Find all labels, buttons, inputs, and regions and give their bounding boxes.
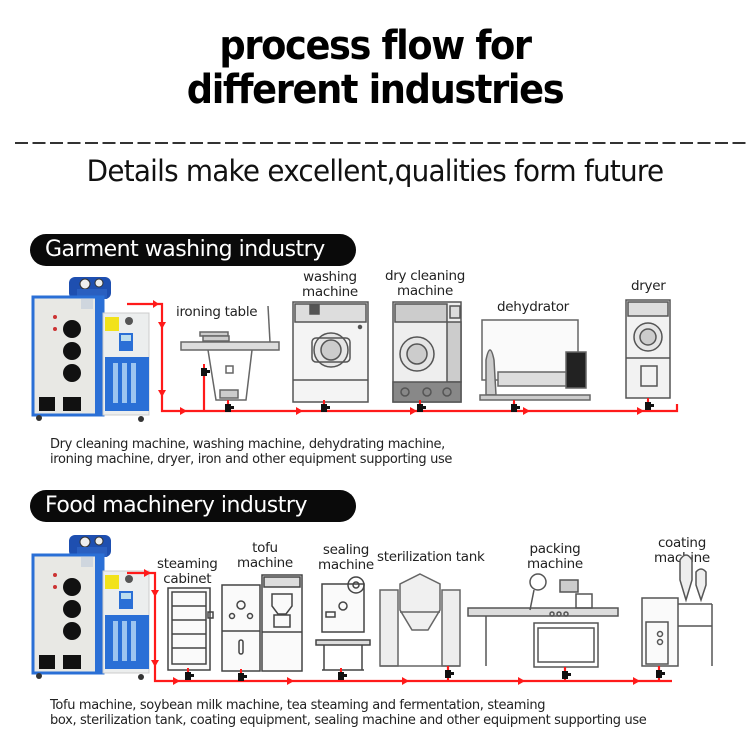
valve-icon bbox=[645, 398, 654, 410]
label-tofu-machine: tofu machine bbox=[237, 540, 293, 571]
dryer-icon bbox=[625, 299, 671, 399]
packing-machine-icon bbox=[467, 573, 619, 668]
label-washing-machine: washing machine bbox=[302, 269, 358, 300]
dry-cleaning-machine-icon bbox=[392, 301, 462, 403]
coating-machine-icon bbox=[641, 554, 713, 667]
steam-boiler-icon bbox=[31, 533, 151, 682]
dashed-divider bbox=[15, 142, 750, 144]
dehydrator-icon bbox=[479, 319, 591, 401]
label-ironing-table: ironing table bbox=[176, 304, 258, 320]
arrow-icon bbox=[158, 390, 166, 397]
label-dryer: dryer bbox=[631, 278, 666, 294]
description-garment: Dry cleaning machine, washing machine, d… bbox=[50, 437, 453, 467]
valve-icon bbox=[656, 666, 665, 678]
flow-arrows-garment bbox=[153, 300, 644, 415]
arrow-icon bbox=[173, 677, 180, 685]
arrow-icon bbox=[151, 660, 159, 667]
arrow-icon bbox=[637, 407, 644, 415]
section-title-food: Food machinery industry bbox=[30, 490, 356, 522]
arrow-icon bbox=[518, 677, 525, 685]
arrow-icon bbox=[287, 677, 294, 685]
arrow-icon bbox=[410, 407, 417, 415]
ironing-table-icon bbox=[180, 305, 280, 401]
page-title-line-1: process flow for bbox=[219, 23, 532, 69]
arrow-icon bbox=[153, 300, 159, 308]
washing-machine-icon bbox=[292, 301, 369, 403]
arrow-icon bbox=[180, 407, 187, 415]
label-steaming-cabinet: steaming cabinet bbox=[157, 556, 218, 587]
steaming-cabinet-icon bbox=[167, 587, 214, 671]
arrow-icon bbox=[633, 677, 640, 685]
sealing-machine-icon bbox=[315, 576, 371, 671]
tagline: Details make excellent,qualities form fu… bbox=[86, 154, 664, 188]
tofu-machine-icon bbox=[221, 574, 303, 672]
arrow-icon bbox=[523, 407, 530, 415]
arrow-icon bbox=[151, 590, 159, 597]
description-food: Tofu machine, soybean milk machine, tea … bbox=[50, 698, 647, 728]
arrow-icon bbox=[144, 569, 151, 577]
valve-icon bbox=[201, 364, 210, 376]
flow-arrows-food bbox=[144, 569, 640, 685]
steam-boiler-icon bbox=[31, 275, 151, 424]
section-title-garment: Garment washing industry bbox=[30, 234, 356, 266]
arrow-icon bbox=[402, 677, 409, 685]
label-packing-machine: packing machine bbox=[527, 541, 583, 572]
page-title-line-2: different industries bbox=[186, 67, 565, 113]
arrow-icon bbox=[296, 407, 303, 415]
valve-icon bbox=[562, 667, 571, 679]
label-dry-cleaning-machine: dry cleaning machine bbox=[385, 268, 465, 299]
label-sealing-machine: sealing machine bbox=[318, 542, 374, 573]
sterilization-tank-icon bbox=[379, 573, 461, 667]
valve-icon bbox=[445, 666, 454, 678]
label-dehydrator: dehydrator bbox=[497, 299, 569, 315]
arrow-icon bbox=[158, 322, 166, 329]
label-sterilization-tank: sterilization tank bbox=[377, 549, 485, 565]
